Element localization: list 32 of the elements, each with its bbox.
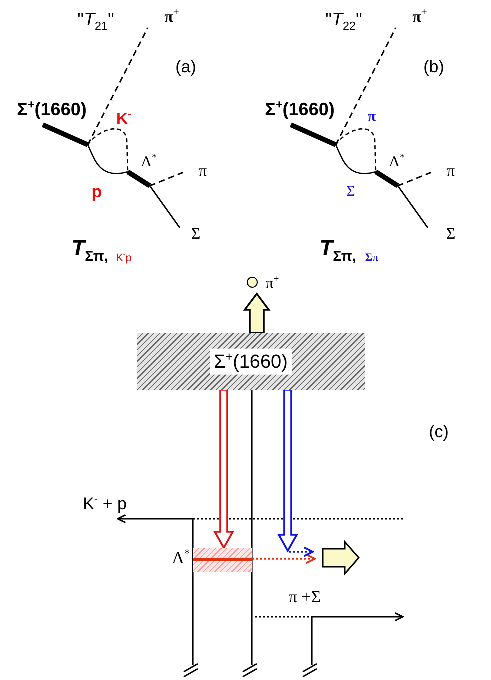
resonance-label: Λ$^{*}$: [172, 548, 190, 569]
title-label: "T$_{21}$": [78, 10, 114, 34]
particle-label: π: [198, 163, 208, 181]
panel-label: (c): [429, 424, 449, 442]
amplitude-label: Σπ: [365, 252, 379, 264]
state-label: Σ$^{+}$(1660): [265, 100, 335, 120]
particle-label: π: [446, 163, 456, 181]
particle-label: K$^{-}$: [116, 110, 132, 128]
particle-label: π$^{+}$: [164, 8, 180, 26]
threshold-label: K$^{-}$ + p: [83, 494, 127, 514]
particle-label: Σ: [446, 226, 456, 244]
state-label: Σ$^{+}$(1660): [17, 100, 87, 120]
block-arrow: [243, 292, 271, 334]
panel-label: (a): [176, 58, 196, 78]
particle-label: Σ: [191, 226, 201, 244]
particle-label: Λ$^{*}$: [141, 153, 157, 171]
particle-label: Λ$^{*}$: [389, 153, 405, 171]
title-label: "T$_{22}$": [326, 10, 362, 34]
particle-label: Σ: [346, 184, 356, 200]
block-arrow: [277, 389, 299, 553]
particle-label: π$^{+}$: [412, 8, 428, 26]
threshold-label: π +Σ: [288, 588, 322, 608]
particle-label: π$^{+}$: [266, 274, 280, 293]
block-arrow: [213, 389, 235, 550]
state-label: Σ$^{+}$(1660): [210, 348, 292, 375]
panel-label: (b): [424, 58, 444, 78]
amplitude-label: K$^{-}$p: [116, 252, 132, 264]
amplitude-label: T$_{Σπ,}$: [320, 236, 356, 266]
hatched-box: [137, 333, 365, 390]
amplitude-label: T$_{Σπ,}$: [72, 236, 108, 266]
particle-label: π: [368, 108, 376, 126]
particle-label: p: [92, 184, 102, 202]
